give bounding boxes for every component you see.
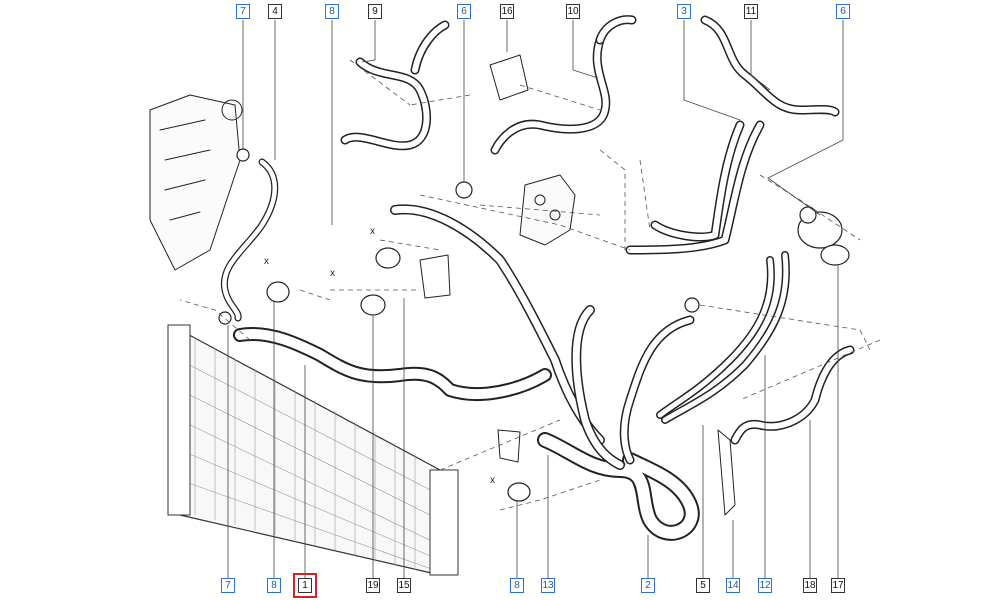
axis-mark-x: x bbox=[330, 268, 335, 279]
callout-bottom: 15 bbox=[397, 578, 411, 593]
thermostat-housing bbox=[519, 174, 576, 246]
callout-top: 7 bbox=[236, 4, 250, 19]
expansion-tank bbox=[149, 94, 243, 271]
callout-top: 4 bbox=[268, 4, 282, 19]
callout-bottom: 12 bbox=[758, 578, 772, 593]
axis-mark-x: x bbox=[370, 226, 375, 237]
brackets bbox=[419, 54, 736, 516]
callout-top: 16 bbox=[500, 4, 514, 19]
callout-top: 9 bbox=[368, 4, 382, 19]
callout-bottom: 8 bbox=[267, 578, 281, 593]
callout-bottom: 5 bbox=[696, 578, 710, 593]
callout-top: 6 bbox=[457, 4, 471, 19]
axis-mark-x: x bbox=[264, 256, 269, 267]
callout-top: 10 bbox=[566, 4, 580, 19]
callout-bottom-highlighted: 1 bbox=[293, 573, 317, 598]
callout-top: 6 bbox=[836, 4, 850, 19]
callout-top: 8 bbox=[325, 4, 339, 19]
callout-bottom: 17 bbox=[831, 578, 845, 593]
callout-bottom: 7 bbox=[221, 578, 235, 593]
callout-top: 3 bbox=[677, 4, 691, 19]
callout-bottom: 8 bbox=[510, 578, 524, 593]
axis-mark-x: x bbox=[490, 475, 495, 486]
callout-bottom: 18 bbox=[803, 578, 817, 593]
callout-bottom: 13 bbox=[541, 578, 555, 593]
callout-top: 11 bbox=[744, 4, 758, 19]
radiator bbox=[167, 324, 459, 576]
callout-bottom: 14 bbox=[726, 578, 740, 593]
hose-central bbox=[390, 204, 605, 445]
callout-bottom: 19 bbox=[366, 578, 380, 593]
callout-bottom: 2 bbox=[641, 578, 655, 593]
